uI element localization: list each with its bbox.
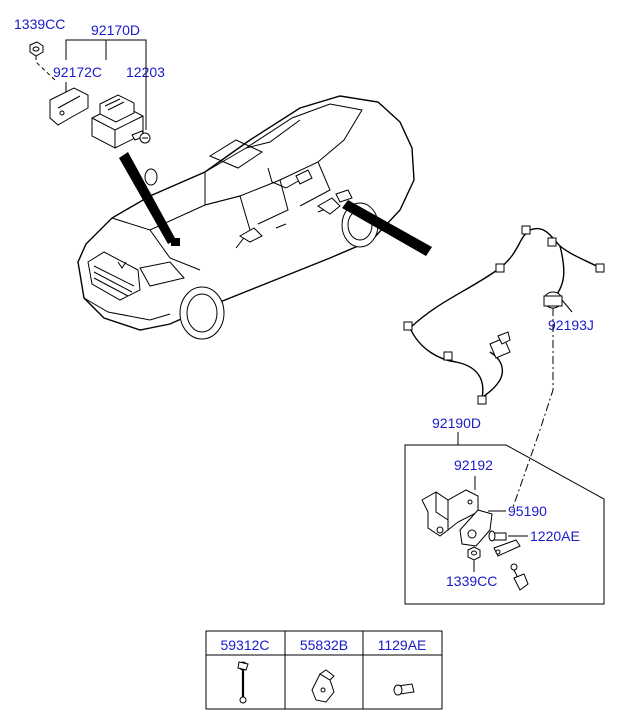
callout-95190[interactable]: 95190 [508, 503, 547, 519]
callout-92172c[interactable]: 92172C [53, 64, 102, 80]
sensor-detail-box: 92190D 92192 95190 1220AE 1339CC [404, 415, 605, 605]
height-sensor-95190-icon[interactable] [459, 509, 493, 547]
table-header-59312c[interactable]: 59312C [220, 637, 269, 653]
bolt-1220ae-icon[interactable] [493, 532, 507, 541]
sunroof [208, 139, 264, 169]
detail-frame [404, 444, 605, 605]
bracket-92172c-icon[interactable] [49, 87, 89, 126]
ecu-assembly: 1339CC 92170D 92172C 12203 [14, 16, 165, 149]
table-header-55832b[interactable]: 55832B [300, 637, 348, 653]
callout-92193j[interactable]: 92193J [548, 317, 594, 333]
callout-92190d[interactable]: 92190D [432, 415, 481, 431]
link-rod-59312c-icon[interactable] [237, 661, 249, 704]
callout-1339cc-top[interactable]: 1339CC [14, 16, 65, 32]
bracket-55832b-icon[interactable] [311, 669, 335, 703]
leader-92193j [561, 299, 573, 313]
bolt-1129ae-icon[interactable] [393, 683, 415, 696]
grille [87, 251, 141, 301]
table-header-1129ae[interactable]: 1129AE [378, 637, 427, 653]
callout-92170d[interactable]: 92170D [91, 22, 140, 38]
callout-1220ae[interactable]: 1220AE [530, 528, 580, 544]
callout-1339cc-bottom[interactable]: 1339CC [446, 573, 497, 589]
wiring-harness: 92193J [403, 225, 605, 511]
callout-92192[interactable]: 92192 [454, 457, 493, 473]
ecu-location-icon [171, 238, 180, 246]
pointer-harness [342, 200, 432, 256]
parts-table: 59312C 55832B 1129AE [205, 630, 443, 710]
car-illustration [77, 95, 415, 340]
